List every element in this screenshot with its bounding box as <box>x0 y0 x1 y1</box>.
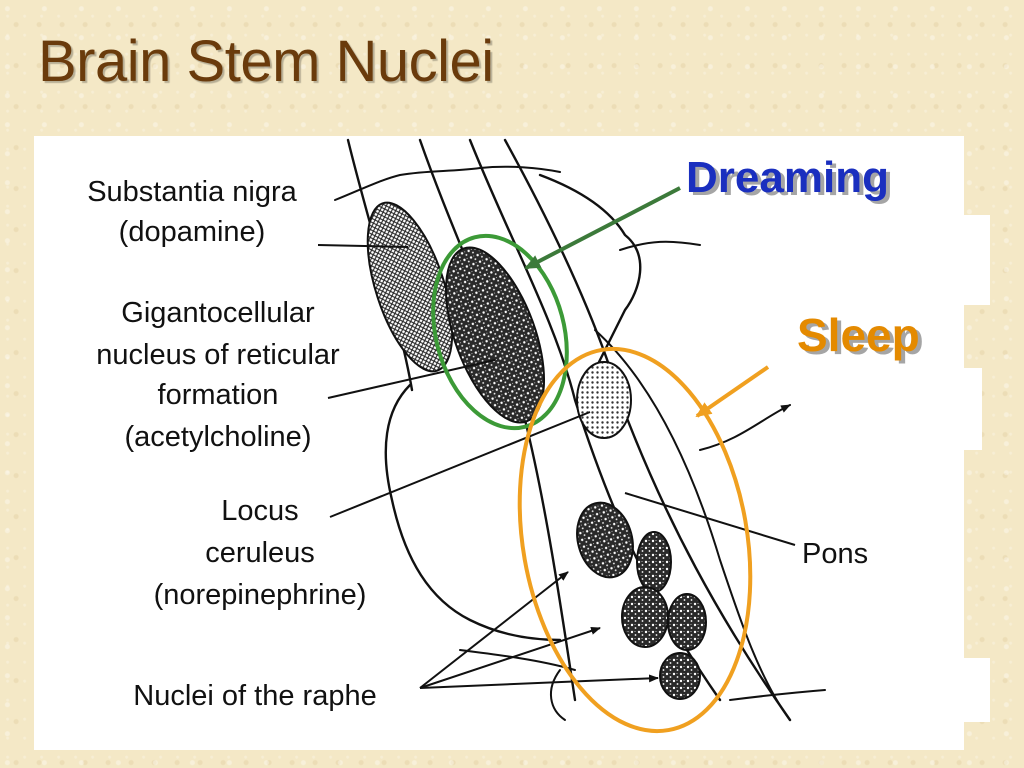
raphe-nucleus <box>667 593 707 651</box>
substantia-nigra-nucleus <box>366 201 454 373</box>
label-locus-ceruleus: Locus ceruleus (norepinephrine) <box>154 495 367 611</box>
sleep-label-shadow: Sleep <box>801 312 924 364</box>
label-gigantocellular: Gigantocellular nucleus of reticular for… <box>96 297 340 453</box>
dreaming-label-shadow: Dreaming <box>690 156 893 205</box>
gigantocellular-nucleus <box>444 246 546 424</box>
dreaming-arrow <box>524 186 681 270</box>
sleep-highlight-ring <box>517 346 753 734</box>
label-raphe: Nuclei of the raphe <box>133 680 376 712</box>
raphe-nucleus <box>636 531 672 593</box>
label-line: formation <box>158 379 279 411</box>
leader-lines <box>317 244 796 689</box>
raphe-nucleus <box>576 501 634 579</box>
sleep-arrow <box>695 365 770 418</box>
label-line: (dopamine) <box>119 216 266 248</box>
panel-tab <box>930 658 990 722</box>
label-line: (norepinephrine) <box>154 579 367 611</box>
panel-tab <box>930 368 982 450</box>
locus-ceruleus-nucleus <box>576 361 632 439</box>
label-line: Locus <box>221 495 298 527</box>
nuclei <box>366 201 707 700</box>
panel-tab <box>930 215 990 305</box>
raphe-nucleus <box>621 586 669 648</box>
label-pons: Pons <box>802 538 868 570</box>
dreaming-label: Dreaming <box>686 153 889 202</box>
sleep-label: Sleep <box>797 309 920 361</box>
label-line: nucleus of reticular <box>96 339 340 371</box>
raphe-nucleus <box>659 652 701 700</box>
label-substantia-nigra: Substantia nigra (dopamine) <box>87 176 297 248</box>
label-line: (acetylcholine) <box>125 421 312 453</box>
slide-title: Brain Stem Nuclei <box>38 29 494 94</box>
dreaming-highlight-ring <box>431 233 569 431</box>
label-line: ceruleus <box>205 537 315 569</box>
label-line: Gigantocellular <box>121 297 315 329</box>
label-line: Substantia nigra <box>87 176 297 208</box>
